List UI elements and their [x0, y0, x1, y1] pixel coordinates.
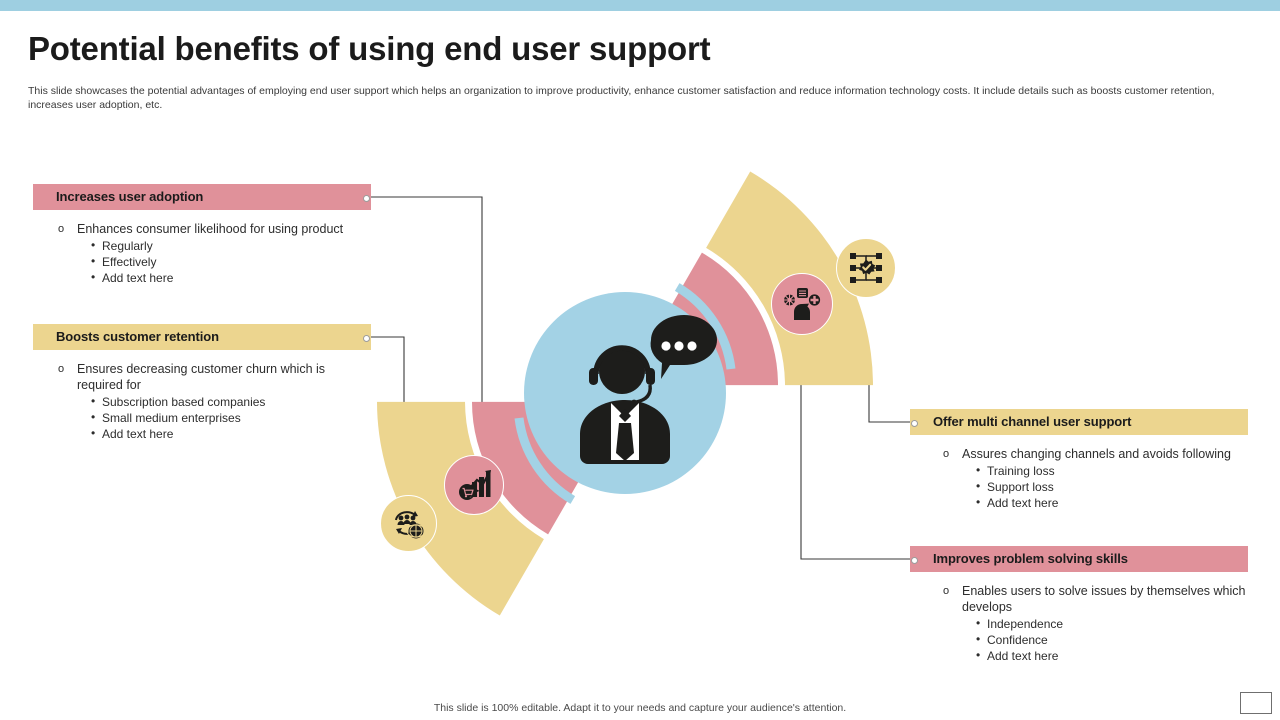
connector-nub: [911, 420, 918, 427]
callout-body: o Enables users to solve issues by thems…: [910, 572, 1248, 664]
arc-right-blue: [674, 283, 736, 370]
callout-bullet: • Add text here: [51, 426, 371, 442]
customer-retention-cycle-icon: [394, 510, 425, 538]
bullet-marker: •: [976, 463, 981, 477]
lead-text: Enables users to solve issues by themsel…: [962, 584, 1246, 614]
callout-title: Improves problem solving skills: [910, 546, 1248, 572]
callout-body: o Ensures decreasing customer churn whic…: [33, 350, 371, 442]
callout-lead: o Enables users to solve issues by thems…: [936, 583, 1248, 615]
bullet-marker: •: [976, 479, 981, 493]
bullet-text: Add text here: [102, 271, 174, 285]
bullet-text: Subscription based companies: [102, 395, 266, 409]
bullet-marker: •: [976, 648, 981, 662]
callout-bullet: • Small medium enterprises: [51, 410, 371, 426]
callout-title: Offer multi channel user support: [910, 409, 1248, 435]
bullet-text: Confidence: [987, 633, 1048, 647]
callout-boosts-customer-retention[interactable]: Boosts customer retention o Ensures decr…: [33, 324, 371, 442]
top-accent-bar: [0, 0, 1280, 11]
bullet-marker: •: [976, 632, 981, 646]
corner-placeholder-box[interactable]: [1240, 692, 1272, 714]
bullet-text: Regularly: [102, 239, 153, 253]
connector-boosts-customer-retention: [368, 336, 405, 408]
lead-text: Enhances consumer likelihood for using p…: [77, 222, 344, 236]
bullet-text: Independence: [987, 617, 1064, 631]
multi-channel-head-icon: [783, 288, 821, 320]
callout-bullet: • Confidence: [936, 632, 1248, 648]
connector-nub: [363, 195, 370, 202]
connector-nub: [363, 335, 370, 342]
page-subtitle: This slide showcases the potential advan…: [28, 85, 1215, 111]
network-checkmark-icon: [850, 253, 882, 283]
arc-left-blue: [514, 417, 576, 504]
connector-nub: [911, 557, 918, 564]
callout-bullet: • Regularly: [51, 238, 371, 254]
callout-bullet: • Support loss: [936, 479, 1248, 495]
lead-text: Ensures decreasing customer churn which …: [77, 362, 326, 392]
growth-chart-cart-icon: [459, 470, 491, 500]
callout-bullet: • Add text here: [936, 648, 1248, 664]
badge-multi-channel-support[interactable]: [771, 273, 833, 335]
callout-lead: o Assures changing channels and avoids f…: [936, 446, 1248, 462]
bullet-marker: •: [976, 616, 981, 630]
bullet-text: Add text here: [102, 427, 174, 441]
callout-body: o Assures changing channels and avoids f…: [910, 435, 1248, 511]
bullet-text: Effectively: [102, 255, 157, 269]
callout-lead: o Ensures decreasing customer churn whic…: [51, 361, 371, 393]
bullet-text: Small medium enterprises: [102, 411, 241, 425]
center-circle: [524, 292, 726, 494]
bullet-text: Add text here: [987, 649, 1059, 663]
connector-lines-left: [368, 196, 483, 408]
callout-title: Boosts customer retention: [33, 324, 371, 350]
bullet-marker: •: [91, 270, 96, 284]
callout-bullet: • Independence: [936, 616, 1248, 632]
bullet-marker: •: [91, 410, 96, 424]
badge-customer-retention[interactable]: [380, 495, 437, 552]
arc-right-pink: [669, 252, 779, 386]
connector-offer-multi-channel: [868, 382, 912, 423]
callout-lead: o Enhances consumer likelihood for using…: [51, 221, 371, 237]
bullet-text: Training loss: [987, 464, 1055, 478]
callout-bullet: • Add text here: [936, 495, 1248, 511]
bullet-text: Add text here: [987, 496, 1059, 510]
headset-support-agent-icon: [580, 315, 717, 464]
footer-note: This slide is 100% editable. Adapt it to…: [433, 702, 847, 714]
bullet-marker: •: [91, 394, 96, 408]
callout-offer-multi-channel-user-support[interactable]: Offer multi channel user support o Assur…: [910, 409, 1248, 511]
lead-marker: o: [58, 363, 65, 375]
page-title: Potential benefits of using end user sup…: [28, 30, 711, 67]
lead-marker: o: [58, 223, 65, 235]
callout-increases-user-adoption[interactable]: Increases user adoption o Enhances consu…: [33, 184, 371, 286]
callout-bullet: • Effectively: [51, 254, 371, 270]
connector-improves-problem-solving: [800, 383, 912, 560]
bullet-marker: •: [976, 495, 981, 509]
callout-bullet: • Add text here: [51, 270, 371, 286]
connector-lines-right: [800, 382, 912, 560]
lead-marker: o: [943, 585, 950, 597]
callout-body: o Enhances consumer likelihood for using…: [33, 210, 371, 286]
callout-bullet: • Subscription based companies: [51, 394, 371, 410]
callout-title: Increases user adoption: [33, 184, 371, 210]
badge-problem-solving[interactable]: [836, 238, 896, 298]
bullet-marker: •: [91, 426, 96, 440]
callout-bullet: • Training loss: [936, 463, 1248, 479]
connector-increases-user-adoption: [368, 196, 483, 408]
lead-marker: o: [943, 448, 950, 460]
bullet-text: Support loss: [987, 480, 1054, 494]
bullet-marker: •: [91, 254, 96, 268]
lead-text: Assures changing channels and avoids fol…: [962, 447, 1231, 461]
callout-improves-problem-solving-skills[interactable]: Improves problem solving skills o Enable…: [910, 546, 1248, 664]
badge-user-adoption[interactable]: [444, 455, 504, 515]
bullet-marker: •: [91, 238, 96, 252]
